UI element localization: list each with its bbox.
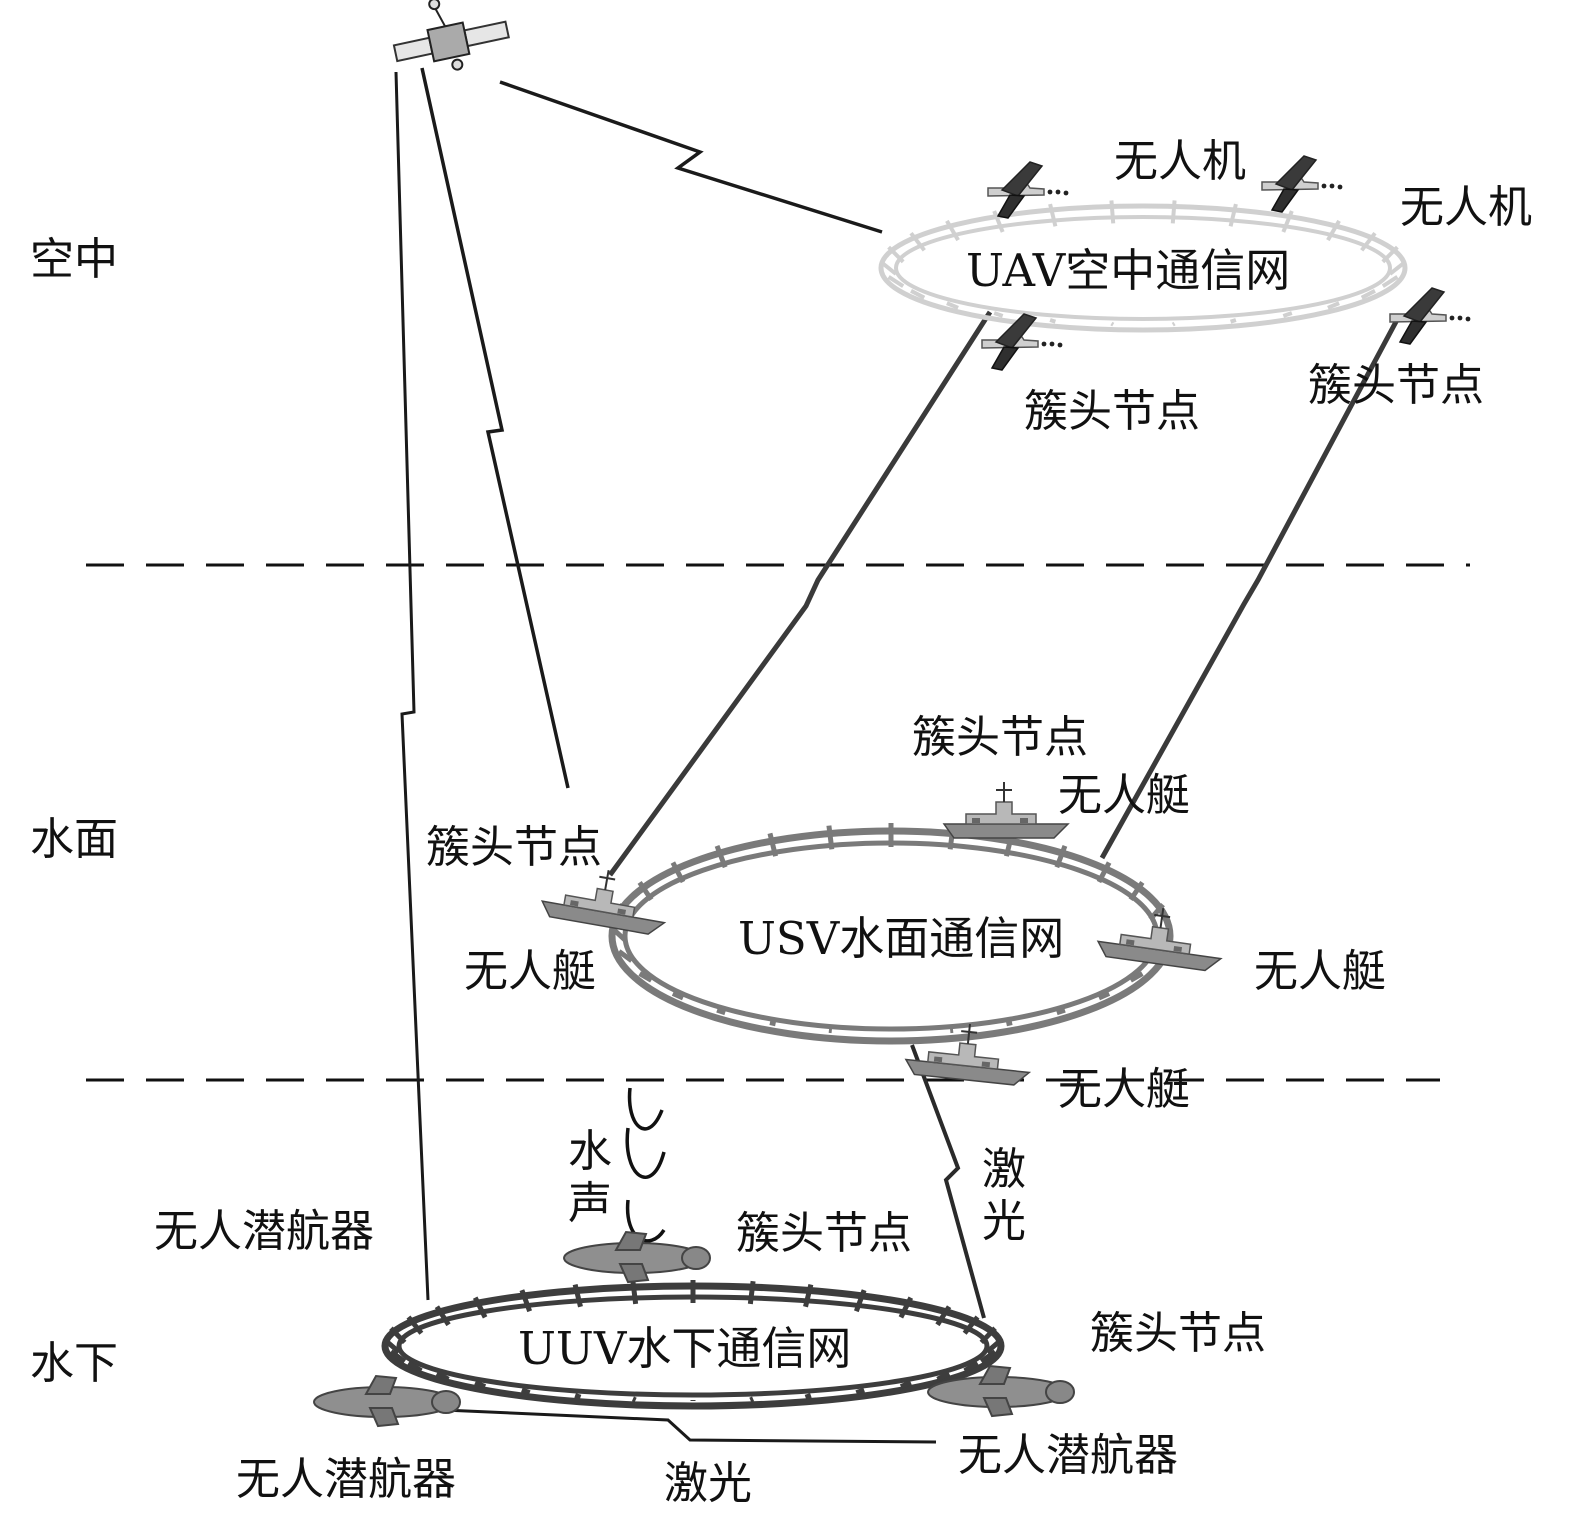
satellite-usv-link xyxy=(422,68,568,788)
uav-icon xyxy=(982,314,1062,370)
air-surface-link-left xyxy=(610,312,990,875)
ring-rail xyxy=(1173,324,1175,325)
ring-rail xyxy=(717,1010,725,1013)
ring-rail xyxy=(1057,1010,1065,1013)
ring-rail xyxy=(1111,200,1113,223)
uuv-icon xyxy=(564,1232,710,1282)
uav-icon xyxy=(1390,288,1470,344)
ring-rail xyxy=(770,1023,776,1024)
ring-rail xyxy=(806,1395,811,1397)
layer-label-underwater: 水下 xyxy=(30,1342,118,1386)
uuv-label: 无人潜航器 xyxy=(958,1434,1178,1478)
ring-rail xyxy=(1283,313,1292,316)
uuv-label: 无人潜航器 xyxy=(154,1210,374,1254)
cluster-head-label: 簇头节点 xyxy=(912,716,1088,760)
ring-rail xyxy=(1173,200,1175,223)
uuv-icon xyxy=(928,1366,1074,1416)
ring-rail xyxy=(829,826,832,850)
ring-rail xyxy=(994,313,1003,316)
usv-label: 无人艇 xyxy=(1058,1068,1190,1112)
underwater-laser-link xyxy=(398,1408,936,1442)
satellite-icon xyxy=(386,0,513,82)
cluster-head-label: 簇头节点 xyxy=(1024,390,1200,434)
usv-network-label: USV水面通信网 xyxy=(738,916,1064,961)
usv-icon xyxy=(944,782,1068,838)
ring-rail xyxy=(1050,320,1055,322)
uav-icon xyxy=(1262,156,1342,212)
ring-rail xyxy=(633,1399,636,1400)
ring-rail xyxy=(1006,1023,1012,1024)
ring-rail xyxy=(1111,324,1113,325)
ring-rail xyxy=(1231,320,1236,322)
ring-rail xyxy=(750,1281,753,1304)
layer-label-air: 空中 xyxy=(30,238,118,282)
ring-rail xyxy=(522,1390,530,1393)
cluster-head-label: 簇头节点 xyxy=(736,1212,912,1256)
uav-network-label: UAV空中通信网 xyxy=(966,248,1290,293)
laser-label: 激光 xyxy=(664,1462,752,1506)
ring-rail xyxy=(575,1395,580,1397)
uav-label: 无人机 xyxy=(1114,140,1246,184)
satellite-uav-link xyxy=(500,82,882,232)
acoustic-wave xyxy=(627,1088,664,1241)
usv-label: 无人艇 xyxy=(1058,774,1190,818)
ring-rail xyxy=(750,1399,753,1400)
usv-label: 无人艇 xyxy=(1254,950,1386,994)
cluster-head-label: 簇头节点 xyxy=(1308,364,1484,408)
surface-underwater-laser-link xyxy=(912,1045,984,1318)
ring-rail xyxy=(633,1281,636,1304)
layer-label-surface: 水面 xyxy=(30,818,118,862)
uuv-label: 无人潜航器 xyxy=(236,1458,456,1502)
uuv-icon xyxy=(314,1376,460,1426)
acoustic-label: 水声 xyxy=(566,1126,614,1230)
ring-rail xyxy=(856,1390,864,1393)
satellite-uuv-link xyxy=(396,72,428,1300)
cluster-head-label: 簇头节点 xyxy=(426,826,602,870)
uav-label: 无人机 xyxy=(1400,186,1532,230)
usv-label: 无人艇 xyxy=(464,950,596,994)
uuv-network-label: UUV水下通信网 xyxy=(518,1326,851,1371)
cluster-head-label: 簇头节点 xyxy=(1090,1312,1266,1356)
laser-label: 激光 xyxy=(980,1144,1028,1248)
